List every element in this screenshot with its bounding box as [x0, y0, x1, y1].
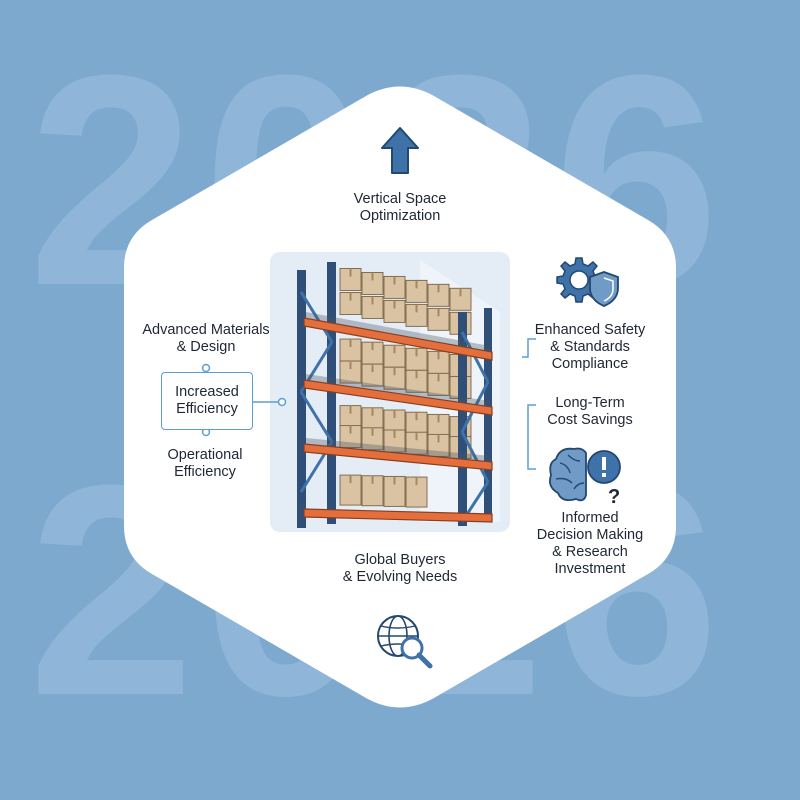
label-vertical-space-optimization: Vertical Space Optimization	[353, 191, 447, 224]
svg-text:?: ?	[608, 486, 620, 507]
cardboard-box	[361, 427, 384, 451]
cardboard-box	[361, 475, 384, 507]
cardboard-box	[361, 363, 384, 387]
label-advanced-materials-design: Advanced Materials & Design	[142, 322, 270, 355]
cardboard-box	[383, 275, 406, 299]
globe-search-icon	[377, 615, 433, 669]
label-enhanced-safety-compliance: Enhanced Safety & Standards Compliance	[534, 322, 646, 372]
label-informed-decision-making: Informed Decision Making & Research Inve…	[536, 510, 644, 577]
cardboard-box	[405, 279, 428, 303]
cardboard-box	[405, 303, 428, 327]
label-long-term-cost-savings: Long-Term Cost Savings	[547, 395, 633, 428]
increased-efficiency-box: Increased Efficiency	[161, 372, 253, 430]
connector-right	[522, 338, 536, 470]
cardboard-box	[383, 299, 406, 323]
cardboard-box	[427, 372, 450, 396]
shelving-rack-illustration	[270, 252, 510, 537]
gear-shield-icon	[556, 257, 619, 307]
label-global-buyers-evolving-needs: Global Buyers & Evolving Needs	[342, 552, 458, 585]
up-arrow-icon	[381, 127, 419, 174]
brain-question-icon: ?	[549, 447, 621, 507]
label-increased-efficiency: Increased Efficiency	[175, 384, 239, 417]
label-operational-efficiency: Operational Efficiency	[167, 447, 243, 480]
